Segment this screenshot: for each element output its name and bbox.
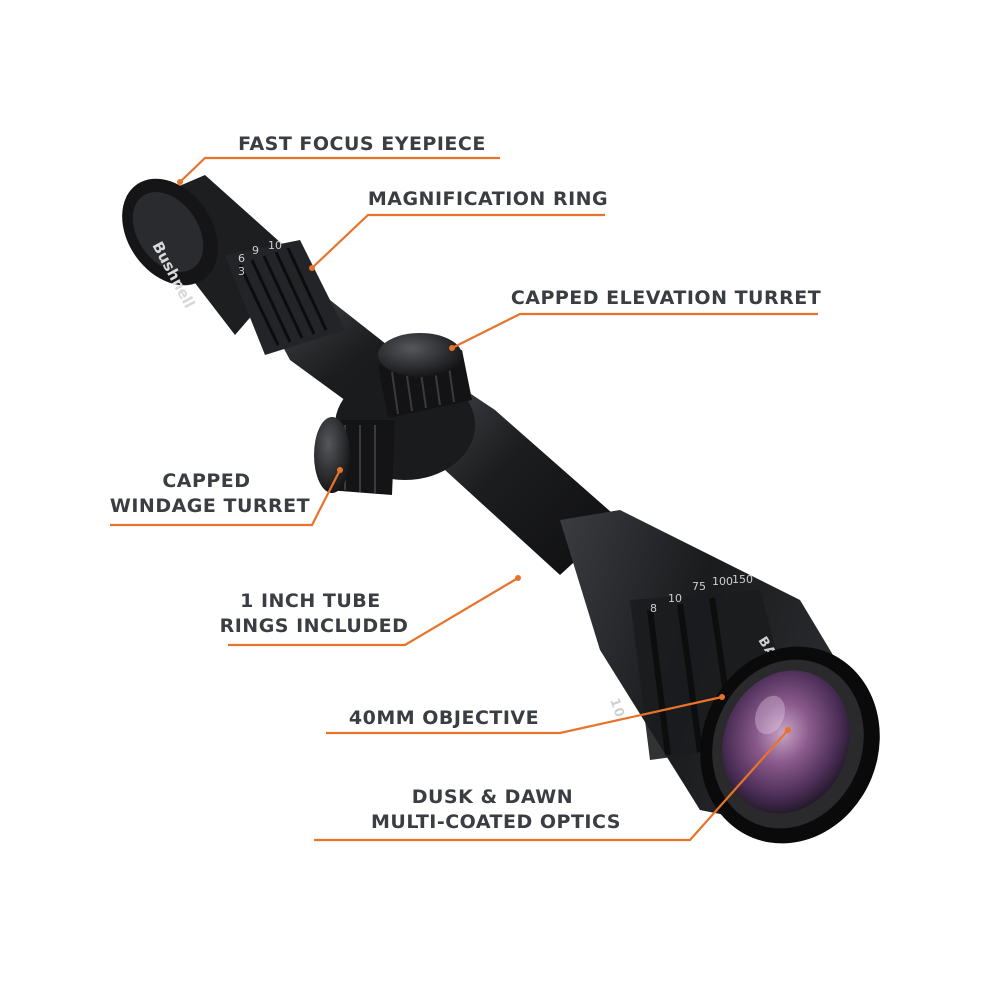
magnification-ring: 3 6 9 10 [225, 239, 345, 355]
objective-lens [700, 646, 880, 844]
label-eyepiece: FAST FOCUS EYEPIECE [238, 133, 486, 155]
mag-scale-6: 6 [238, 252, 245, 265]
label-objective: 40MM OBJECTIVE [349, 707, 539, 729]
leader-optics [314, 729, 789, 842]
leader-tube [228, 577, 519, 647]
label-optics: DUSK & DAWN MULTI-COATED OPTICS [371, 786, 621, 833]
mag-scale-3: 3 [238, 265, 245, 278]
leader-eyepiece [179, 156, 500, 183]
parallax-scale-8: 8 [650, 602, 657, 615]
leader-objective [326, 695, 723, 735]
parallax-scale-10: 10 [668, 592, 682, 605]
parallax-scale-75: 75 [692, 580, 706, 593]
mag-scale-9: 9 [252, 244, 259, 257]
label-elevation-turret: CAPPED ELEVATION TURRET [511, 287, 821, 309]
elevation-turret [378, 333, 472, 418]
leaders [110, 156, 818, 842]
label-windage-turret: CAPPED WINDAGE TURRET [110, 470, 310, 517]
labels: FAST FOCUS EYEPIECE MAGNIFICATION RING C… [110, 133, 821, 833]
windage-turret [314, 417, 395, 495]
label-magnification-ring: MAGNIFICATION RING [368, 188, 608, 210]
power-marking: 10 [606, 696, 627, 720]
leader-windage [110, 469, 341, 527]
label-tube: 1 INCH TUBE RINGS INCLUDED [220, 590, 409, 637]
leader-magring [311, 213, 605, 269]
parallax-scale-100: 100 [712, 575, 733, 588]
parallax-scale-150: 150 [732, 573, 753, 586]
leader-elevation [451, 312, 818, 349]
mag-scale-10: 10 [268, 239, 282, 252]
scope: Bushnell 3 6 9 10 [122, 175, 880, 844]
